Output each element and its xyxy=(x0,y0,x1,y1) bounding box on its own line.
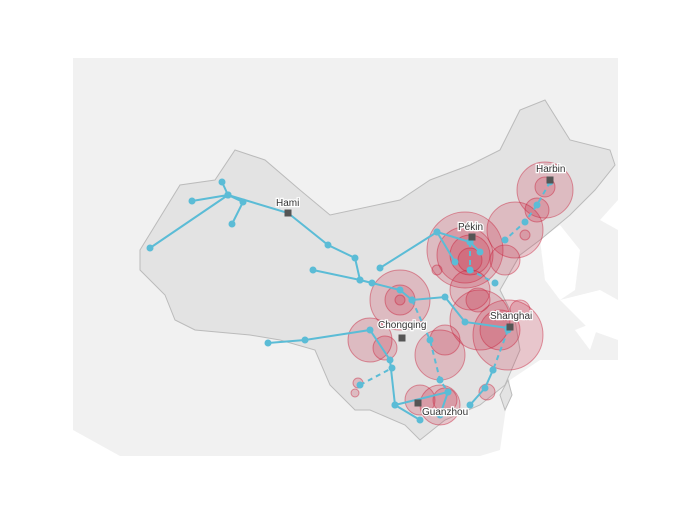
route-stop[interactable] xyxy=(324,241,332,249)
route-stop[interactable] xyxy=(436,411,444,419)
city-marker[interactable] xyxy=(284,209,292,217)
case-bubble[interactable] xyxy=(350,388,360,398)
case-bubble[interactable] xyxy=(509,299,531,321)
city-marker[interactable] xyxy=(414,399,422,407)
sea xyxy=(73,200,618,456)
city-label: Hami xyxy=(276,198,299,209)
route-stop[interactable] xyxy=(491,279,499,287)
route-stop[interactable] xyxy=(426,336,434,344)
city-marker[interactable] xyxy=(546,176,554,184)
route-stop[interactable] xyxy=(351,254,359,262)
route-stop[interactable] xyxy=(224,191,232,199)
city-label: Guanzhou xyxy=(422,407,468,418)
route-stop[interactable] xyxy=(533,201,541,209)
route-stop[interactable] xyxy=(264,339,272,347)
case-bubble[interactable] xyxy=(436,226,494,284)
route-stop[interactable] xyxy=(356,381,364,389)
route-line xyxy=(227,194,362,282)
route-stop[interactable] xyxy=(188,197,196,205)
route-line xyxy=(492,329,509,371)
city-marker[interactable] xyxy=(506,323,514,331)
routes-layer xyxy=(146,178,554,424)
route-stop[interactable] xyxy=(466,266,474,274)
route-stop[interactable] xyxy=(489,366,497,374)
route-stop[interactable] xyxy=(466,401,474,409)
route-stop[interactable] xyxy=(481,384,489,392)
route-stop[interactable] xyxy=(146,244,154,252)
route-stop[interactable] xyxy=(228,220,236,228)
city-marker[interactable] xyxy=(468,233,476,241)
route-stop[interactable] xyxy=(218,178,226,186)
case-bubble[interactable] xyxy=(347,317,393,363)
route-stop[interactable] xyxy=(441,293,449,301)
route-line xyxy=(379,230,481,269)
route-stop[interactable] xyxy=(388,364,396,372)
taiwan xyxy=(499,378,513,412)
route-stop[interactable] xyxy=(444,388,452,396)
city-label: Shanghai xyxy=(490,311,532,322)
case-bubble[interactable] xyxy=(519,229,531,241)
case-bubble[interactable] xyxy=(369,269,431,331)
route-line xyxy=(359,367,393,386)
route-stop[interactable] xyxy=(396,286,404,294)
route-stop[interactable] xyxy=(368,279,376,287)
case-bubble[interactable] xyxy=(472,299,544,371)
route-stop[interactable] xyxy=(376,264,384,272)
route-stop[interactable] xyxy=(356,276,364,284)
route-stop[interactable] xyxy=(386,356,394,364)
city-marker[interactable] xyxy=(398,334,406,342)
route-stop[interactable] xyxy=(521,218,529,226)
city-label: Harbin xyxy=(536,164,565,175)
route-line xyxy=(267,328,421,421)
route-stop[interactable] xyxy=(309,266,317,274)
route-stop[interactable] xyxy=(476,248,484,256)
case-bubble[interactable] xyxy=(429,324,461,356)
route-stop[interactable] xyxy=(501,236,509,244)
route-line xyxy=(411,299,449,393)
case-bubble[interactable] xyxy=(426,211,504,289)
case-bubble[interactable] xyxy=(489,244,521,276)
case-bubble[interactable] xyxy=(394,294,406,306)
case-bubble[interactable] xyxy=(465,287,491,313)
route-line xyxy=(436,231,456,263)
basemap xyxy=(73,58,618,456)
route-stop[interactable] xyxy=(436,376,444,384)
case-bubble[interactable] xyxy=(431,264,443,276)
route-stop[interactable] xyxy=(451,258,459,266)
route-stop[interactable] xyxy=(461,318,469,326)
route-line xyxy=(504,181,551,241)
route-stop[interactable] xyxy=(416,416,424,424)
case-bubble[interactable] xyxy=(449,289,511,351)
route-stop[interactable] xyxy=(301,336,309,344)
case-bubble[interactable] xyxy=(524,197,550,223)
city-label: Chongqing xyxy=(378,320,426,331)
route-stop[interactable] xyxy=(391,401,399,409)
route-stop[interactable] xyxy=(366,326,374,334)
route-stop[interactable] xyxy=(433,228,441,236)
route-stop[interactable] xyxy=(408,296,416,304)
city-label: Pékin xyxy=(458,222,483,233)
